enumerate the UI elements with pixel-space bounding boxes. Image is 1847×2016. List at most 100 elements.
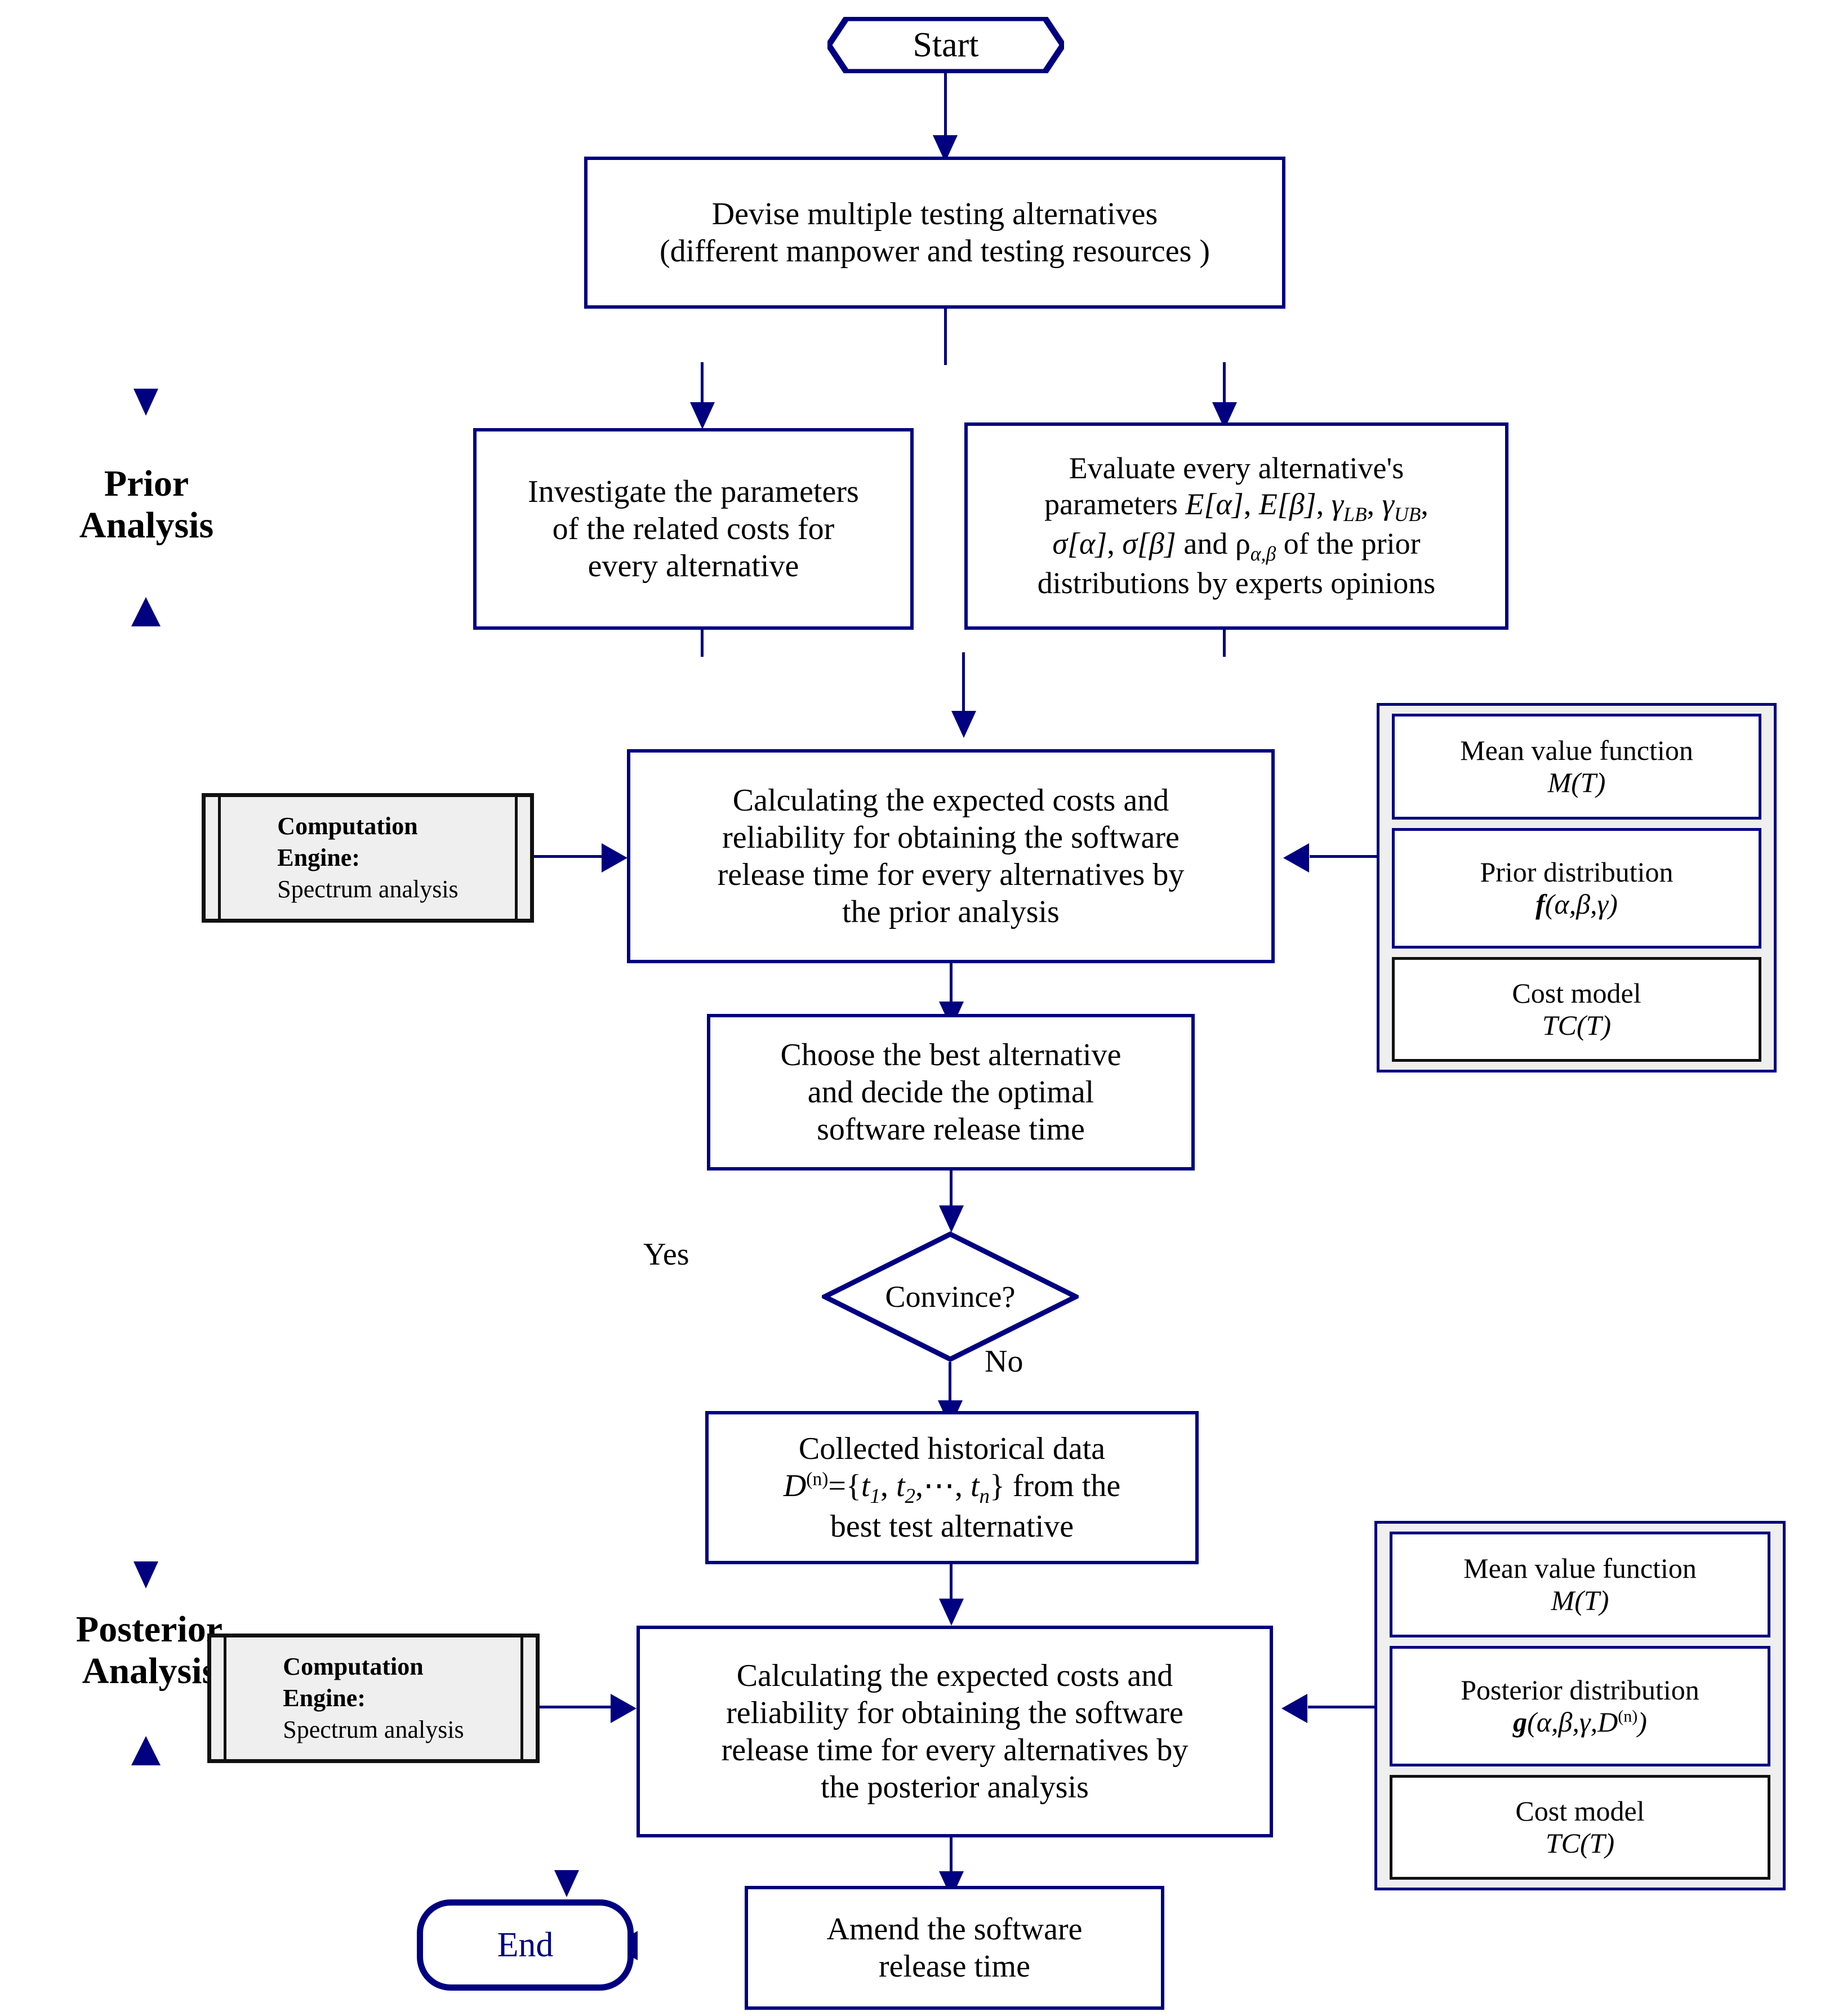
engine-posterior[interactable]: Computation Engine: Spectrum analysis xyxy=(207,1634,540,1763)
panel-prior-cell-mean-value[interactable]: Mean value function M(T) xyxy=(1392,714,1761,820)
panel-posterior-mean-formula: M(T) xyxy=(1463,1585,1697,1617)
formula-symbol: TC xyxy=(1542,1009,1577,1041)
formula-symbol: g xyxy=(1513,1706,1528,1738)
sep: , xyxy=(880,1468,896,1503)
panel-prior-dist-formula: f(α,β,γ) xyxy=(1480,888,1673,920)
edge-collected-arrow-icon xyxy=(939,1599,964,1626)
node-convince-decision[interactable]: Convince? xyxy=(822,1231,1079,1362)
posterior-axis-down-arrow-icon xyxy=(133,1561,158,1588)
prior-axis-bottom-cap xyxy=(0,985,151,989)
phase-label-prior: Prior Analysis xyxy=(23,463,270,546)
node-choose-best-alternative[interactable]: Choose the best alternative and decide t… xyxy=(707,1014,1195,1171)
sep: , xyxy=(1243,487,1259,522)
panel-posterior-cell-cost-model[interactable]: Cost model TC(T) xyxy=(1390,1775,1770,1880)
formula-args: (α,β,γ) xyxy=(1545,888,1618,920)
node-calculate-posterior[interactable]: Calculating the expected costs and relia… xyxy=(637,1626,1273,1837)
panel-posterior-cell-mean-value[interactable]: Mean value function M(T) xyxy=(1390,1532,1770,1637)
param-rho: ρα,β xyxy=(1235,527,1276,565)
gamma-lb-subscript: LB xyxy=(1343,502,1367,526)
edge-merge-arrow-icon xyxy=(951,711,976,738)
panel-posterior-cost-title: Cost model xyxy=(1515,1795,1645,1827)
diamond-shape-icon xyxy=(822,1231,1079,1362)
engine-posterior-title-line1: Computation xyxy=(283,1652,424,1680)
sample-t1: t1 xyxy=(861,1468,880,1507)
hexagon-shape-icon xyxy=(827,17,1064,73)
posterior-axis-up-line xyxy=(0,1350,8,1586)
node-evaluate-parameters[interactable]: Evaluate every alternative's parameters … xyxy=(964,422,1508,630)
node-investigate-parameters[interactable]: Investigate the parameters of the relate… xyxy=(473,428,914,630)
node-devise-alternatives[interactable]: Devise multiple testing alternatives (di… xyxy=(584,157,1285,309)
edge-devise-stem xyxy=(944,309,947,365)
edge-label-no: No xyxy=(985,1344,1023,1379)
param-expected-beta: E[β] xyxy=(1258,487,1316,522)
prior-axis-top-cap xyxy=(0,0,151,5)
prior-axis-up-line xyxy=(0,348,8,985)
engine-prior[interactable]: Computation Engine: Spectrum analysis xyxy=(202,793,534,923)
phase-label-prior-line1: Prior xyxy=(104,463,189,504)
node-choose-line3: software release time xyxy=(817,1112,1085,1147)
formula-symbol: M xyxy=(1547,767,1572,798)
phase-label-posterior-line2: Analysis xyxy=(82,1650,217,1692)
evaluate-params-word: parameters xyxy=(1044,487,1186,522)
engine-prior-subtitle: Spectrum analysis xyxy=(277,875,459,904)
panel-posterior-cost-formula: TC(T) xyxy=(1515,1827,1644,1859)
rho-subscript: α,β xyxy=(1250,542,1276,565)
panel-prior-cell-cost-model[interactable]: Cost model TC(T) xyxy=(1392,957,1761,1062)
node-calc-post-line3: release time for every alternatives by xyxy=(721,1733,1189,1768)
edge-engine-posterior-to-calc xyxy=(540,1706,612,1708)
panel-posterior-mean-title: Mean value function xyxy=(1463,1552,1697,1584)
node-choose-line1: Choose the best alternative xyxy=(780,1037,1121,1072)
formula-superscript: (n) xyxy=(1618,1707,1638,1726)
edge-devise-to-evaluate xyxy=(1223,362,1226,413)
edge-to-investigate-arrow-icon xyxy=(690,402,715,429)
panel-posterior-dist-formula: g(α,β,γ,D(n)) xyxy=(1461,1706,1699,1738)
D-glyph: D xyxy=(783,1468,807,1503)
node-calc-prior-line4: the prior analysis xyxy=(842,894,1060,930)
edge-panel-prior-arrow-icon xyxy=(1283,843,1309,873)
engine-prior-title-line2: Engine: xyxy=(277,843,360,871)
edge-evaluate-stem xyxy=(1223,630,1226,657)
node-evaluate-line1: Evaluate every alternative's xyxy=(1069,451,1404,486)
node-convince-label: Convince? xyxy=(885,1280,1016,1314)
sep: , xyxy=(1367,487,1382,522)
D-superscript: (n) xyxy=(806,1468,829,1489)
node-start[interactable]: Start xyxy=(827,17,1064,73)
edge-merge-bar xyxy=(0,1595,526,1600)
prior-axis-down-line xyxy=(0,5,8,348)
formula-symbol: M xyxy=(1551,1585,1575,1616)
param-gamma-ub: γUB xyxy=(1382,487,1421,526)
edge-calc-post-to-amend xyxy=(950,1837,953,1892)
node-collected-historical-data[interactable]: Collected historical data D(n)={t1, t2,⋯… xyxy=(705,1411,1199,1564)
node-amend-release-time[interactable]: Amend the software release time xyxy=(745,1886,1164,2010)
eq-brace: ={ xyxy=(828,1468,861,1503)
t-glyph: t xyxy=(970,1468,980,1503)
node-end[interactable]: End xyxy=(417,1899,634,1991)
sample-t2: t2 xyxy=(896,1468,915,1507)
close-brace-words: } from the xyxy=(990,1468,1121,1503)
edge-panel-posterior-arrow-icon xyxy=(1281,1694,1307,1723)
node-calc-prior-line3: release time for every alternatives by xyxy=(717,857,1185,892)
node-calc-post-line1: Calculating the expected costs and xyxy=(736,1658,1173,1693)
engine-prior-title-line1: Computation xyxy=(277,812,418,840)
t-glyph: t xyxy=(896,1468,905,1503)
sample-tn: tn xyxy=(970,1468,990,1507)
param-sigma-alpha: σ[α] xyxy=(1052,527,1107,560)
formula-args: (T) xyxy=(1574,1585,1609,1616)
edge-devise-to-investigate xyxy=(701,362,704,413)
node-collected-line3: best test alternative xyxy=(830,1509,1074,1545)
node-calc-prior-line2: reliability for obtaining the software xyxy=(722,820,1180,855)
edge-devise-split-bar xyxy=(0,1591,581,1595)
ellipsis-sep: ,⋯, xyxy=(915,1468,971,1503)
and-word: and xyxy=(1176,527,1235,560)
node-choose-line2: and decide the optimal xyxy=(807,1074,1094,1110)
dataset-symbol: D(n) xyxy=(784,1468,829,1503)
posterior-axis-down-line xyxy=(0,989,8,1350)
panel-prior-cell-prior-distribution[interactable]: Prior distribution f(α,β,γ) xyxy=(1392,828,1761,949)
formula-args: (T) xyxy=(1580,1827,1615,1859)
formula-args: (α,β,γ,D xyxy=(1527,1706,1618,1738)
formula-symbol: f xyxy=(1536,888,1545,920)
panel-posterior-cell-posterior-distribution[interactable]: Posterior distribution g(α,β,γ,D(n)) xyxy=(1390,1646,1770,1766)
node-calculate-prior[interactable]: Calculating the expected costs and relia… xyxy=(627,749,1275,963)
edge-calc-prior-to-choose xyxy=(950,963,953,1020)
node-investigate-line2: of the related costs for xyxy=(552,511,835,546)
